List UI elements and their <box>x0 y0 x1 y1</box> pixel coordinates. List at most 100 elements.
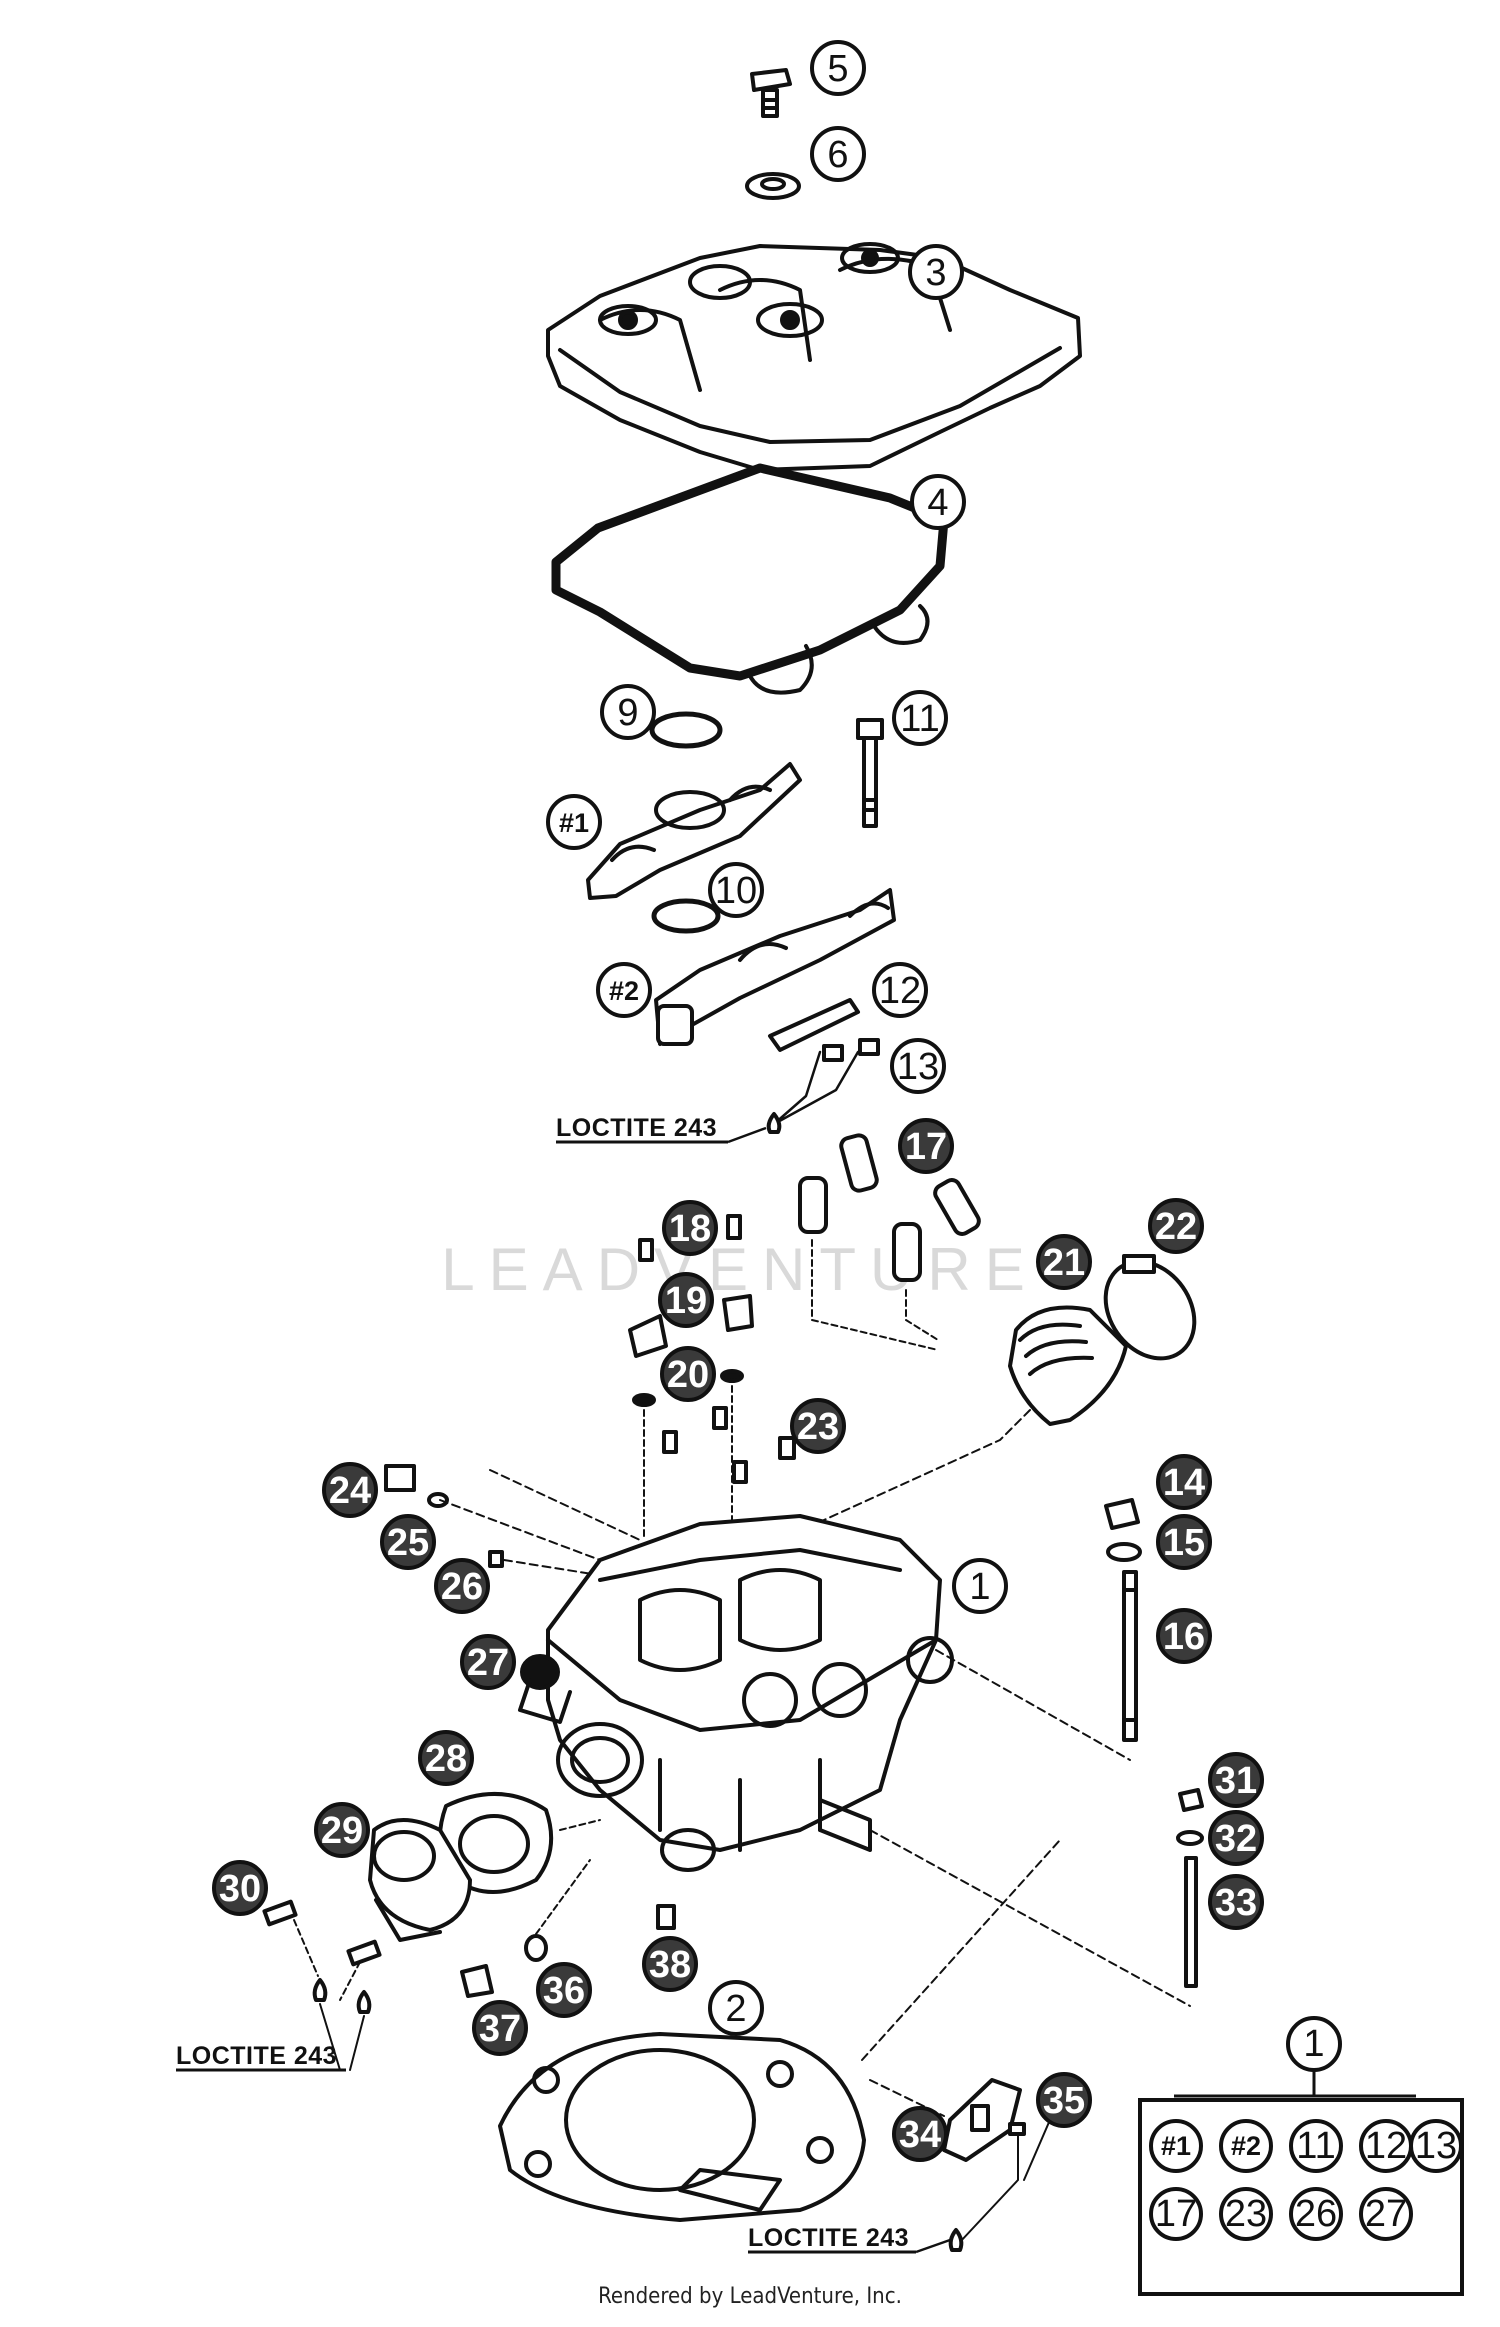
callout-label: 31 <box>1215 1760 1257 1802</box>
part-dowel-26 <box>488 1550 504 1568</box>
callout-label: 28 <box>425 1738 467 1780</box>
callout-circle <box>1156 1454 1212 1510</box>
leader-30 <box>293 1919 361 2001</box>
leader-loctite-left <box>319 2003 365 2071</box>
kit-circle <box>1219 2187 1273 2241</box>
kit-circle <box>1359 2187 1413 2241</box>
part-washer-32 <box>1176 1830 1204 1846</box>
callout-1: 1 <box>952 1558 1008 1614</box>
part-dowel-23 <box>778 1436 796 1460</box>
callout-label: 14 <box>1163 1462 1205 1504</box>
callout-label: 6 <box>827 134 848 176</box>
callout-circle <box>642 1936 698 1992</box>
callout-31: 31 <box>1208 1752 1264 1808</box>
callout-16: 16 <box>1156 1608 1212 1664</box>
callout-26: 26 <box>434 1558 490 1614</box>
part-cap-27 <box>518 1654 572 1724</box>
part-oring-9 <box>649 711 723 749</box>
callout-circle <box>1036 1234 1092 1290</box>
callout-label: 5 <box>827 48 848 90</box>
callout-label: 3 <box>925 252 946 294</box>
part-gasket-4 <box>551 463 949 695</box>
callout-label: 21 <box>1043 1242 1085 1284</box>
callout-circle <box>212 1860 268 1916</box>
kit-label: #1 <box>1161 2131 1191 2161</box>
callout-label: 32 <box>1215 1818 1257 1860</box>
callout-13: 13 <box>890 1038 946 1094</box>
part-dowel-38 <box>656 1904 676 1930</box>
part-loctite-drop-bottom <box>948 2228 964 2252</box>
kit-circle <box>1219 2119 1273 2173</box>
callout-circle <box>810 40 866 96</box>
part-plate-12 <box>768 998 860 1052</box>
callout-circle <box>1208 1752 1264 1808</box>
callout-circle <box>1208 1874 1264 1930</box>
kit-item-27: 27 <box>1359 2187 1413 2241</box>
callout-circle <box>660 1346 716 1402</box>
callout-label: 34 <box>899 2114 941 2156</box>
callout-label: 4 <box>927 482 948 524</box>
callout-circle <box>872 962 928 1018</box>
part-valve-cover-3 <box>546 242 1082 472</box>
kit-item-23: 23 <box>1219 2187 1273 2241</box>
callout-label: 13 <box>897 1046 939 1088</box>
part-nut-31 <box>1178 1788 1204 1812</box>
kit-label: 23 <box>1225 2193 1267 2235</box>
part-head-gasket-2 <box>498 2032 866 2222</box>
callout-12: 12 <box>872 962 928 1018</box>
part-oring-25 <box>427 1492 449 1508</box>
callout-label: 37 <box>479 2008 521 2050</box>
kit-label: 26 <box>1295 2193 1337 2235</box>
callout-label: 36 <box>543 1970 585 2012</box>
callout-circle <box>472 2000 528 2056</box>
footer-credit: Rendered by LeadVenture, Inc. <box>598 2284 902 2309</box>
part-small-bolts-18 <box>638 1214 742 1262</box>
part-screws-13 <box>822 1038 880 1062</box>
callout-circle <box>910 474 966 530</box>
callout-33: 33 <box>1208 1874 1264 1930</box>
loctite-label-top: LOCTITE 243 <box>556 1114 767 1144</box>
watermark-text: LEADVENTURE <box>441 1236 1038 1303</box>
callout-5: 5 <box>810 40 866 96</box>
part-loctite-drops-left <box>312 1978 372 2014</box>
callout-22: 22 <box>1148 1198 1204 1254</box>
callout-circle <box>1156 1514 1212 1570</box>
kit-circle <box>1149 2119 1203 2173</box>
part-nuts-19 <box>628 1294 754 1358</box>
callout-circle <box>892 2106 948 2162</box>
callout-label: 19 <box>665 1280 707 1322</box>
callout-28: 28 <box>418 1730 474 1786</box>
leader-13 <box>772 1050 860 1126</box>
part-plug-37 <box>460 1964 494 1998</box>
leader-17 <box>811 1239 939 1351</box>
callout-35: 35 <box>1036 2072 1092 2128</box>
leader-2 <box>861 1839 1061 2117</box>
callout-label: 12 <box>879 970 921 1012</box>
part-washers-20 <box>632 1369 744 1407</box>
part-cylinder-head-1 <box>546 1514 954 1872</box>
callout-circle <box>952 1558 1008 1614</box>
callout-14: 14 <box>1156 1454 1212 1510</box>
callout-label: 35 <box>1043 2080 1085 2122</box>
callout-circle <box>596 962 652 1018</box>
callout-circle <box>314 1802 370 1858</box>
callout-circle <box>892 690 948 746</box>
callout-label: 22 <box>1155 1206 1197 1248</box>
callout-label: 18 <box>669 1208 711 1250</box>
part-lifters-17 <box>798 1133 981 1282</box>
callout-27: 27 <box>460 1634 516 1690</box>
kit-item-13: 13 <box>1409 2119 1463 2173</box>
part-dowels <box>662 1406 748 1484</box>
kit-label: #2 <box>1231 2131 1261 2161</box>
part-nut-14 <box>1104 1498 1140 1530</box>
kit-item-26: 26 <box>1289 2187 1343 2241</box>
kit-header-callout: 1 <box>1286 2016 1342 2072</box>
part-plug-24 <box>384 1464 416 1492</box>
callout-25: 25 <box>380 1514 436 1570</box>
loctite-label-bottom: LOCTITE 243 <box>748 2224 951 2254</box>
callout-37: 37 <box>472 2000 528 2056</box>
kit-label: 13 <box>1415 2125 1457 2167</box>
part-oring-10 <box>651 898 721 934</box>
callout-34: 34 <box>892 2106 948 2162</box>
callout-24: 24 <box>322 1462 378 1518</box>
